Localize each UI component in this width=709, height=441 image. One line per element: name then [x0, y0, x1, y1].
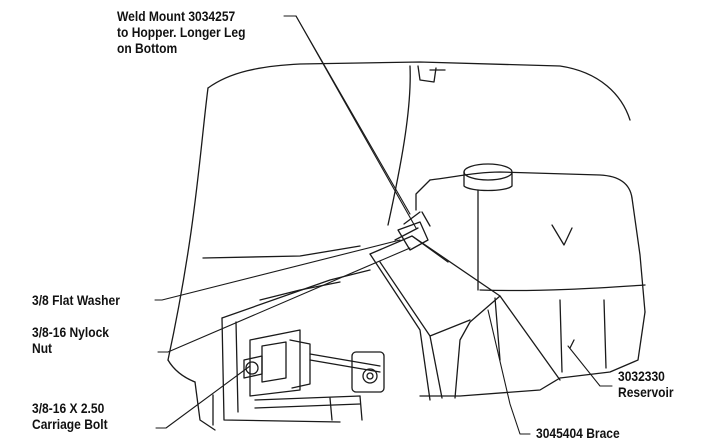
leader-brace: [487, 309, 531, 435]
label-reservoir: 3032330 Reservoir: [618, 368, 674, 400]
label-nylock-nut: 3/8-16 Nylock Nut: [32, 324, 109, 356]
leader-nylock-nut: [157, 247, 411, 353]
hopper-shell: [167, 61, 631, 431]
label-weld-mount: Weld Mount 3034257 to Hopper. Longer Leg…: [117, 8, 246, 56]
mounting-bracket: [221, 269, 385, 423]
leader-carriage-bolt: [155, 365, 251, 429]
label-carriage-bolt: 3/8-16 X 2.50 Carriage Bolt: [32, 400, 108, 432]
label-flat-washer: 3/8 Flat Washer: [32, 292, 120, 308]
reservoir-tank: [415, 163, 646, 397]
label-brace: 3045404 Brace: [536, 425, 620, 441]
leader-lines: [154, 15, 613, 435]
leader-reservoir: [567, 345, 613, 387]
leader-flat-washer: [154, 239, 401, 301]
leader-weld-mount-2: [295, 15, 417, 229]
brace-assembly: [369, 211, 561, 401]
